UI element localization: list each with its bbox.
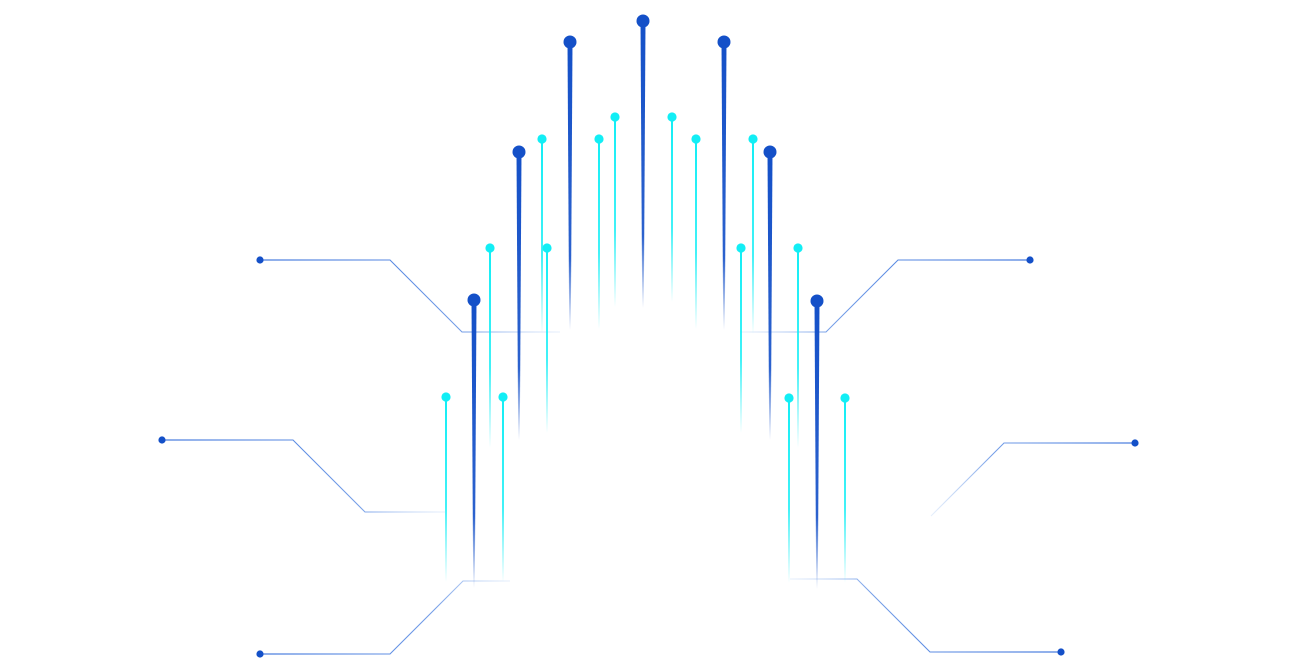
primary-pin-stem <box>640 21 646 308</box>
primary-pin-stem <box>814 301 820 589</box>
connector-end-icon <box>256 256 264 264</box>
pin-head-icon <box>594 134 604 144</box>
accent-pin-stem <box>445 397 447 582</box>
connector-line <box>740 259 1030 333</box>
accent-pin-stem <box>598 139 600 329</box>
pin-head-icon <box>667 112 677 122</box>
pin-head-icon <box>441 392 451 402</box>
accent-pin-stem <box>671 117 673 302</box>
pin-head-icon <box>717 35 731 49</box>
primary-pins <box>467 14 824 589</box>
pin-head-icon <box>542 243 552 253</box>
primary-pin-stem <box>471 300 477 588</box>
pin-head-icon <box>636 14 650 28</box>
pin-head-icon <box>485 243 495 253</box>
connector-end-icon <box>1057 648 1065 656</box>
accent-pin-stem <box>797 248 799 448</box>
pin-head-icon <box>537 134 547 144</box>
accent-pin-stem <box>489 248 491 448</box>
connector-end-icon <box>1026 256 1034 264</box>
pin-head-icon <box>784 393 794 403</box>
pin-head-icon <box>691 134 701 144</box>
pin-head-icon <box>840 393 850 403</box>
accent-pin-stem <box>614 117 616 307</box>
accent-pin-stem <box>788 398 790 583</box>
pin-head-icon <box>610 112 620 122</box>
accent-pin-stem <box>844 398 846 583</box>
primary-pin-stem <box>516 152 522 440</box>
connector-end-icon <box>1131 439 1139 447</box>
accent-pin-stem <box>740 248 742 433</box>
pin-head-icon <box>748 134 758 144</box>
accent-pin-stem <box>695 139 697 329</box>
connector-end-icon <box>158 436 166 444</box>
pin-head-icon <box>512 145 526 159</box>
connector-line <box>930 442 1135 517</box>
accent-pin-stem <box>541 139 543 334</box>
pin-head-icon <box>736 243 746 253</box>
connector-line <box>790 578 1061 653</box>
connector-line <box>260 580 510 655</box>
right-connectors <box>740 256 1139 656</box>
connector-end-icon <box>256 650 264 658</box>
pin-head-icon <box>793 243 803 253</box>
connector-line <box>162 439 445 513</box>
connector-line <box>260 259 560 333</box>
pin-head-icon <box>763 145 777 159</box>
pin-head-icon <box>467 293 481 307</box>
primary-pin-stem <box>721 42 727 330</box>
pin-head-icon <box>563 35 577 49</box>
accent-pin-stem <box>546 248 548 433</box>
left-connectors <box>158 256 560 658</box>
pin-head-icon <box>810 294 824 308</box>
primary-pin-stem <box>567 42 573 330</box>
primary-pin-stem <box>767 152 773 440</box>
pin-head-icon <box>498 392 508 402</box>
accent-pins <box>441 112 850 583</box>
accent-pin-stem <box>502 397 504 582</box>
accent-pin-stem <box>752 139 754 334</box>
